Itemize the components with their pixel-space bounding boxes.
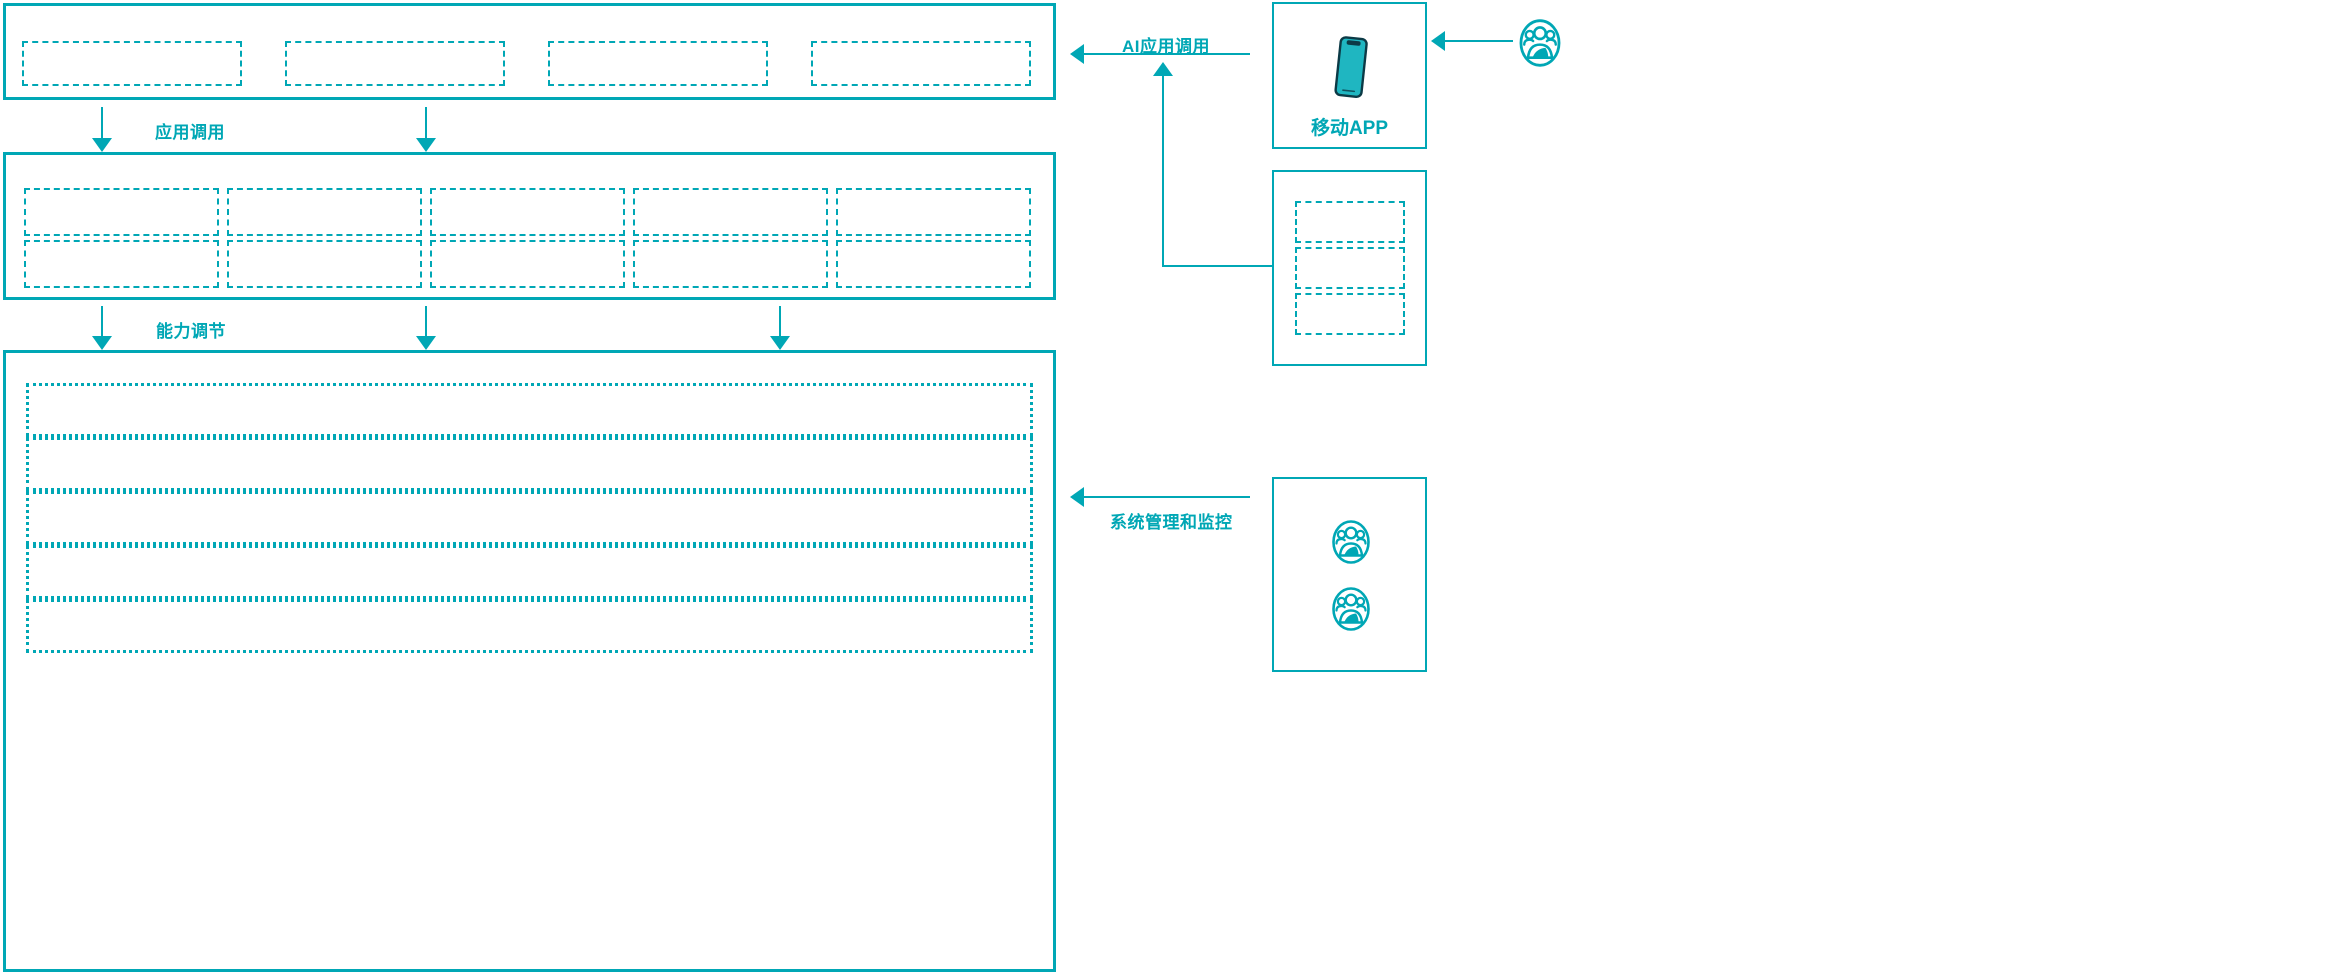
ai-app-call-arrow-shaft — [1082, 53, 1250, 55]
capability-slot-r1c4[interactable] — [633, 188, 828, 236]
sys-admin-arrow-head — [1070, 487, 1084, 507]
capability-call-arrow-1-shaft — [101, 306, 103, 338]
capability-slot-r2c4[interactable] — [633, 240, 828, 288]
application-slot-3[interactable] — [548, 41, 768, 86]
channel-uplink-head — [1153, 62, 1173, 76]
end-user-arrow-shaft — [1443, 40, 1513, 42]
user-group-icon — [1331, 519, 1371, 565]
end-user-arrow-head — [1431, 31, 1445, 51]
capability-slot-r1c3[interactable] — [430, 188, 625, 236]
platform-slot-4[interactable] — [26, 545, 1033, 599]
capability-slot-r1c1[interactable] — [24, 188, 219, 236]
application-slot-1[interactable] — [22, 41, 242, 86]
application-slot-2[interactable] — [285, 41, 505, 86]
capability-call-arrow-3-head — [770, 336, 790, 350]
channel-slot-2[interactable] — [1295, 247, 1405, 289]
flow-label-capability-call: 能力调节 — [156, 322, 226, 341]
capability-slot-r1c2[interactable] — [227, 188, 422, 236]
capability-slot-r2c1[interactable] — [24, 240, 219, 288]
capability-call-arrow-2-head — [416, 336, 436, 350]
channel-slot-3[interactable] — [1295, 293, 1405, 335]
platform-slot-5[interactable] — [26, 599, 1033, 653]
app-call-arrow-1-head — [92, 138, 112, 152]
channel-uplink-horizontal — [1162, 265, 1272, 267]
app-call-arrow-2-shaft — [425, 107, 427, 140]
user-group-icon — [1331, 586, 1371, 632]
mobile-phone-icon — [1328, 34, 1372, 102]
platform-slot-3[interactable] — [26, 491, 1033, 545]
mobile-app-label: 移动APP — [1310, 118, 1389, 139]
flow-label-app-call: 应用调用 — [155, 123, 225, 142]
application-slot-4[interactable] — [811, 41, 1031, 86]
capability-call-arrow-1-head — [92, 336, 112, 350]
channel-uplink-vertical — [1162, 76, 1164, 266]
capability-slot-r2c5[interactable] — [836, 240, 1031, 288]
user-group-icon — [1518, 18, 1562, 68]
app-call-arrow-2-head — [416, 138, 436, 152]
ai-app-call-arrow-head — [1070, 44, 1084, 64]
app-call-arrow-1-shaft — [101, 107, 103, 140]
capability-slot-r2c2[interactable] — [227, 240, 422, 288]
sys-admin-arrow-shaft — [1082, 496, 1250, 498]
capability-call-arrow-2-shaft — [425, 306, 427, 338]
channel-slot-1[interactable] — [1295, 201, 1405, 243]
operators-panel — [1272, 477, 1427, 672]
capability-slot-r2c3[interactable] — [430, 240, 625, 288]
flow-label-ai-app-call: AI应用调用 — [1122, 37, 1210, 56]
capability-slot-r1c5[interactable] — [836, 188, 1031, 236]
capability-call-arrow-3-shaft — [779, 306, 781, 338]
platform-slot-1[interactable] — [26, 383, 1033, 437]
flow-label-sys-admin-monitor: 系统管理和监控 — [1110, 513, 1233, 532]
platform-slot-2[interactable] — [26, 437, 1033, 491]
